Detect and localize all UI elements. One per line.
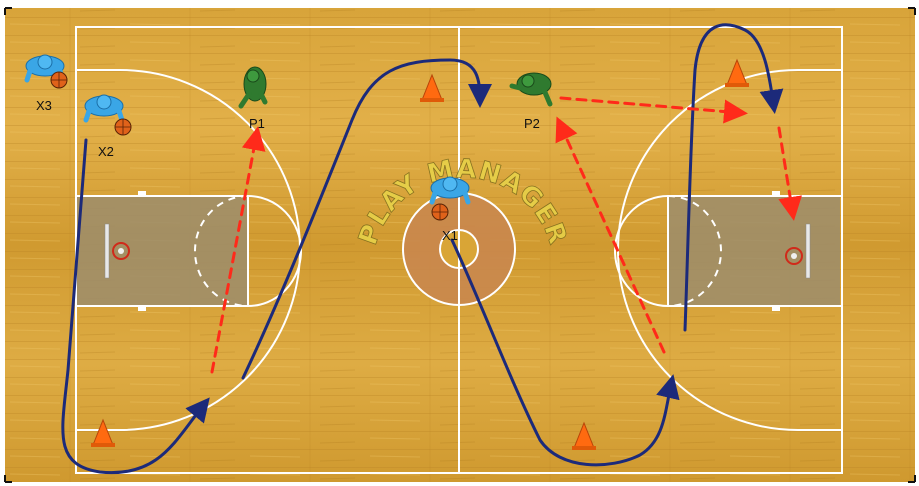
cone — [725, 58, 749, 87]
cone — [420, 73, 444, 102]
player-label-p1: P1 — [249, 116, 265, 131]
basket-left — [104, 223, 130, 279]
player-label-p2: P2 — [524, 116, 540, 131]
dribble-path-right-lane — [683, 23, 784, 332]
player-x3[interactable]: X3 — [24, 54, 68, 113]
player-p1[interactable]: P1 — [238, 66, 268, 131]
dribble-path-x1 — [450, 238, 680, 467]
player-label-x2: X2 — [98, 144, 114, 159]
pass-path-to-p1 — [210, 126, 266, 374]
player-label-x1: X1 — [442, 228, 458, 243]
corner-mark-top-right — [908, 7, 916, 15]
corner-mark-top-left — [4, 7, 12, 15]
cone — [572, 421, 596, 450]
player-x2[interactable]: X2 — [83, 94, 132, 159]
corner-mark-bottom-left — [4, 475, 12, 483]
corner-mark-bottom-right — [908, 475, 916, 483]
lane-hash-marks — [138, 191, 780, 311]
basket-right — [785, 223, 811, 279]
dribble-path-x2 — [61, 138, 210, 475]
paint-right — [668, 196, 840, 306]
player-p2[interactable]: P2 — [509, 72, 553, 131]
player-x1[interactable]: X1 — [429, 176, 471, 243]
cone — [91, 418, 115, 447]
pass-path-to-p2 — [555, 116, 666, 354]
pass-path-to-block — [777, 126, 802, 221]
paint-left — [76, 196, 248, 306]
pass-path-to-cone — [559, 96, 748, 124]
player-label-x3: X3 — [36, 98, 52, 113]
dribble-path-p1-lane — [241, 58, 492, 380]
